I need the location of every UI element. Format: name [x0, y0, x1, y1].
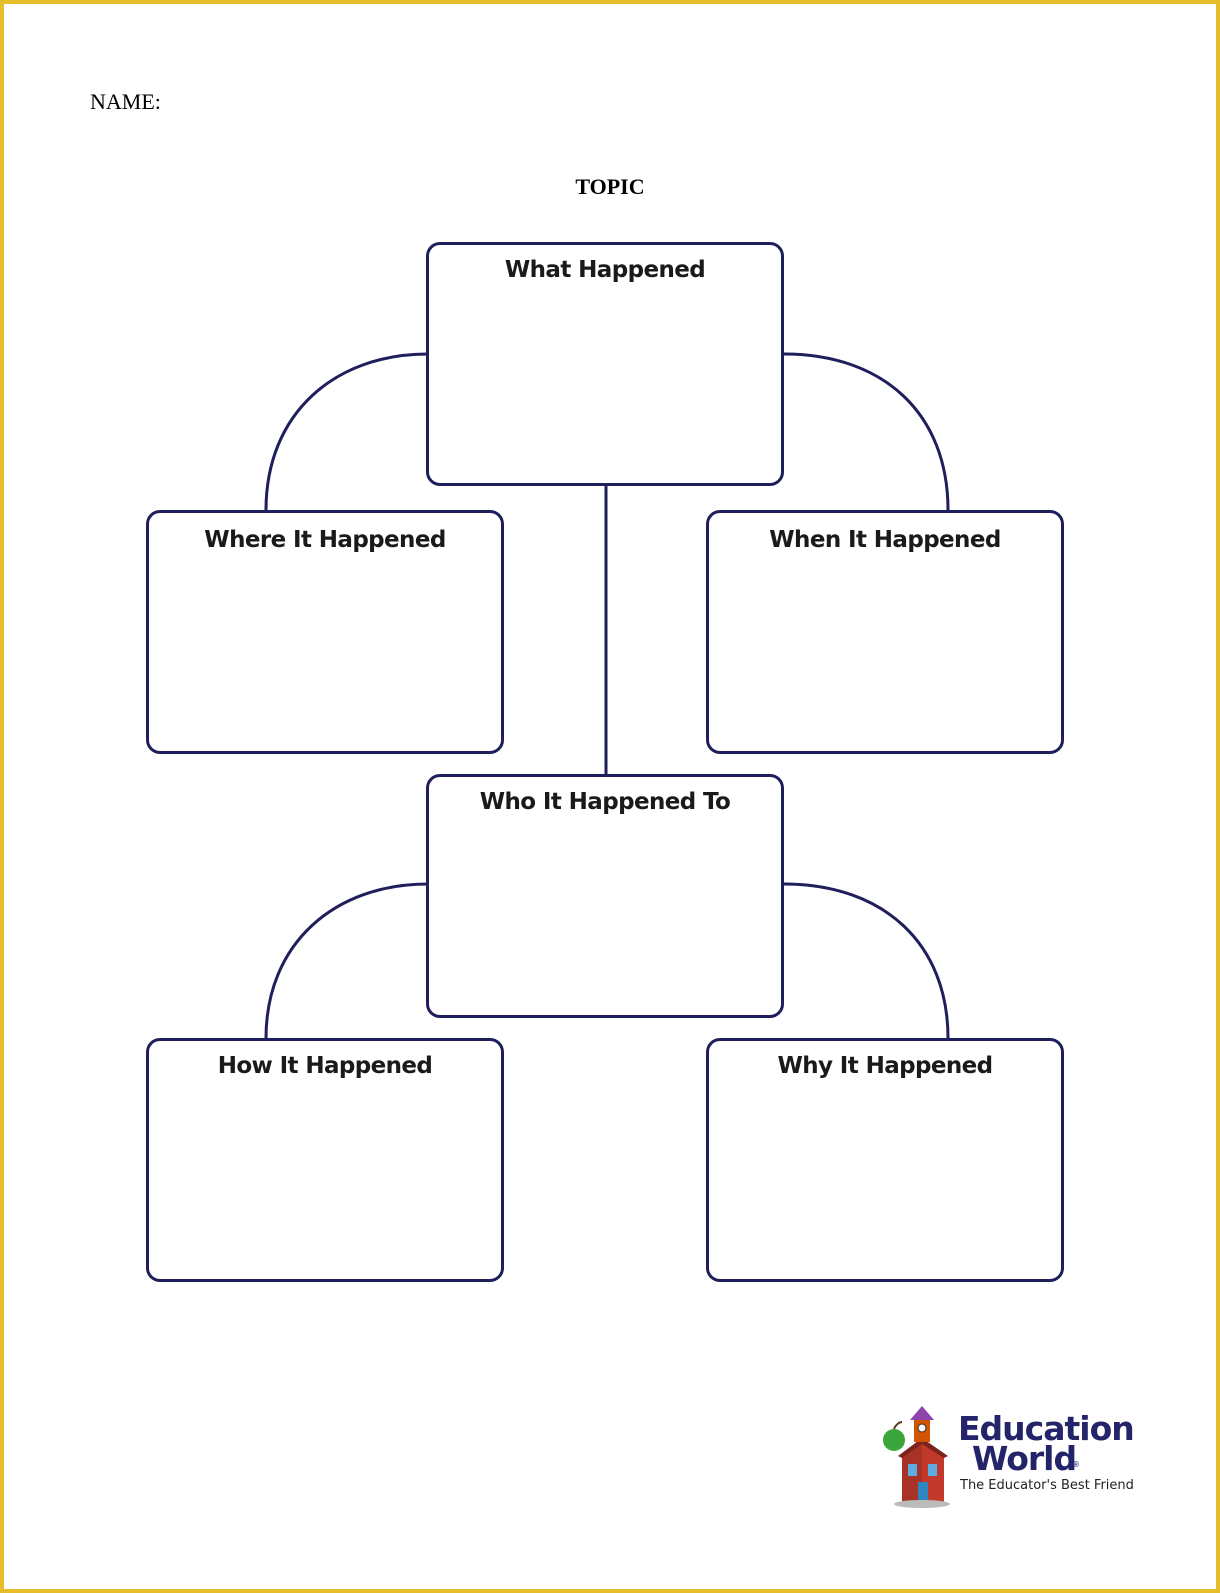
logo-registered-mark: ®	[1072, 1460, 1080, 1469]
box-title-what: What Happened	[504, 257, 706, 283]
connector-who-how	[264, 882, 429, 1039]
connector-what-when	[783, 352, 950, 511]
logo-tagline: The Educator's Best Friend	[960, 1478, 1134, 1493]
box-why-it-happened: Why It Happened	[706, 1038, 1064, 1282]
box-title-where: Where It Happened	[204, 527, 446, 553]
logo-text-education: Education	[958, 1409, 1135, 1448]
connector-who-why	[783, 882, 950, 1039]
education-world-logo: Education World ® The Educator's Best Fr…	[880, 1404, 1150, 1509]
name-label: NAME:	[90, 89, 161, 114]
box-how-it-happened: How It Happened	[146, 1038, 504, 1282]
connector-lines	[264, 352, 950, 1039]
box-title-how: How It Happened	[217, 1053, 433, 1079]
schoolhouse-apple-icon	[883, 1406, 950, 1508]
box-title-who: Who It Happened To	[479, 789, 731, 815]
connector-what-where	[264, 352, 429, 511]
box-what-happened: What Happened	[426, 242, 784, 486]
logo-text-world: World	[972, 1439, 1077, 1478]
box-where-it-happened: Where It Happened	[146, 510, 504, 754]
box-when-it-happened: When It Happened	[706, 510, 1064, 754]
box-who-it-happened-to: Who It Happened To	[426, 774, 784, 1018]
box-title-when: When It Happened	[769, 527, 1001, 553]
box-title-why: Why It Happened	[777, 1053, 993, 1079]
topic-label: TOPIC	[575, 174, 645, 199]
